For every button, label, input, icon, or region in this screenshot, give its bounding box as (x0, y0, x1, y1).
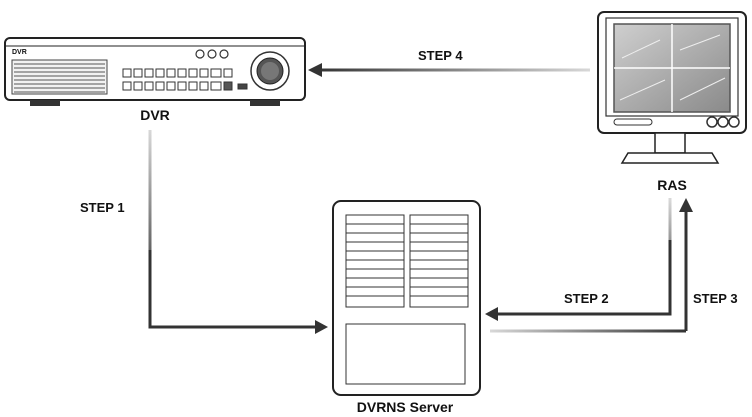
edge-step3-label: STEP 3 (693, 291, 738, 306)
edge-step2 (485, 198, 672, 321)
edge-step2-label: STEP 2 (564, 291, 609, 306)
edge-step4 (308, 63, 590, 77)
ras-monitor (597, 11, 747, 164)
dvr-vent-grill (11, 59, 108, 95)
edge-step4-label: STEP 4 (418, 48, 463, 63)
edge-step1-label: STEP 1 (80, 200, 125, 215)
dvrns-server (332, 200, 481, 396)
ras-screen-camera-grid (613, 23, 731, 113)
ras-label: RAS (657, 177, 687, 193)
dvr-front-buttons (122, 68, 248, 91)
dvr-device: DVR (4, 37, 306, 106)
server-left-drive-bays (345, 214, 405, 308)
server-label: DVRNS Server (357, 399, 454, 415)
dvr-panel-brand: DVR (12, 49, 27, 56)
ras-monitor-buttons (706, 116, 740, 128)
dvr-jog-dial-icon (250, 51, 290, 91)
edge-step3 (490, 198, 693, 333)
dvr-label: DVR (140, 107, 170, 123)
server-right-drive-bays (409, 214, 469, 308)
server-lower-panel (345, 323, 466, 385)
edge-step1 (148, 130, 328, 334)
dvr-status-leds (195, 49, 229, 59)
